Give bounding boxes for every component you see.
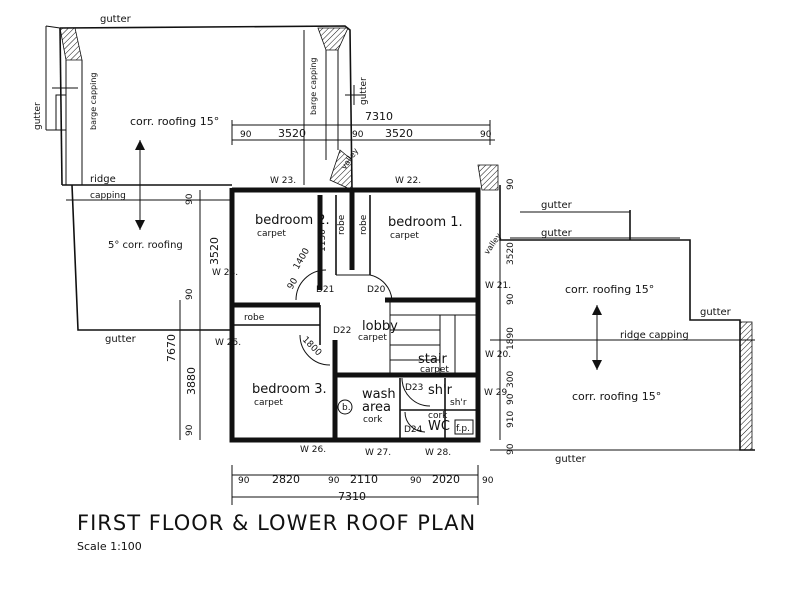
- window-w20: W 20.: [485, 350, 511, 360]
- plan-scale: Scale 1:100: [77, 540, 142, 553]
- corr-roofing-right-upper-label: corr. roofing 15°: [565, 283, 654, 296]
- dim-right-90b: 90: [506, 293, 516, 305]
- gutter-label-far-right: gutter: [700, 307, 732, 318]
- wash-floor: cork: [363, 415, 383, 425]
- area-label: area: [362, 400, 391, 415]
- corr-roofing-right-lower-label: corr. roofing 15°: [572, 390, 661, 403]
- dim-top-3520b: 3520: [385, 127, 413, 140]
- dim-left-3880: 3880: [185, 367, 198, 395]
- lobby-label: lobby: [362, 319, 398, 334]
- dim-left-90b: 90: [185, 288, 195, 300]
- dim-bot-2820: 2820: [272, 473, 300, 486]
- door-d21: D21: [316, 285, 334, 295]
- robe-label-3: robe: [244, 313, 265, 323]
- dim-right-300: 300: [506, 371, 516, 388]
- dimension-labels: 7310 90 3520 90 3520 90 3520 90 90 90 76…: [165, 110, 516, 503]
- door-d24: D24: [404, 425, 423, 435]
- window-w26: W 26.: [300, 445, 326, 455]
- dim-robe-1400: 1400: [292, 246, 312, 271]
- dimension-lines: [179, 120, 501, 505]
- ridge-capping-label: ridge capping: [620, 330, 689, 341]
- bedroom-1-label: bedroom 1.: [388, 215, 463, 230]
- robe-label-2: robe: [359, 214, 369, 235]
- robe-label-1: robe: [337, 214, 347, 235]
- dim-bot-90b: 90: [328, 476, 340, 486]
- bedroom-3-floor: carpet: [254, 398, 283, 408]
- window-w22: W 22.: [395, 176, 421, 186]
- stair-floor: carpet: [420, 365, 449, 375]
- exterior-walls: [229, 187, 481, 443]
- dim-right-90a: 90: [506, 178, 516, 190]
- dim-top-90a: 90: [240, 130, 252, 140]
- dim-right-3520: 3520: [506, 242, 516, 265]
- dim-left-7670: 7670: [165, 334, 178, 362]
- upper-roof: [45, 25, 365, 191]
- corr-roofing-5-label: 5° corr. roofing: [108, 240, 183, 251]
- gutter-label-lower-left: gutter: [105, 334, 137, 345]
- dim-left-90c: 90: [185, 424, 195, 436]
- wc-label: WC: [428, 419, 450, 434]
- dim-bot-2110: 2110: [350, 473, 378, 486]
- dim-robe-1150: 1150: [318, 229, 328, 252]
- lower-left-roof: [62, 140, 232, 331]
- lobby-floor: carpet: [358, 333, 387, 343]
- dim-top-90b: 90: [352, 130, 364, 140]
- window-w25: W 25.: [215, 338, 241, 348]
- window-w29: W 29.: [484, 388, 510, 398]
- barge-capping-label-left: barge capping: [89, 73, 98, 131]
- door-swings: [295, 269, 431, 433]
- fp-label: f.p.: [456, 424, 470, 434]
- b-label: b.: [342, 403, 351, 413]
- door-d22: D22: [333, 326, 351, 336]
- stair-label: stair: [418, 352, 447, 367]
- wc-floor: cork: [428, 411, 448, 421]
- dim-bot-total: 7310: [338, 490, 366, 503]
- gutter-label-right-top: gutter: [541, 200, 573, 211]
- gutter-label-left: gutter: [33, 102, 43, 130]
- window-w21: W 21.: [485, 281, 511, 291]
- gutter-label-bottom: gutter: [555, 454, 587, 465]
- dim-right-910: 910: [506, 411, 516, 428]
- gutter-label-upper-right: gutter: [359, 77, 369, 105]
- bedroom-2-floor: carpet: [257, 229, 286, 239]
- dim-left-3520: 3520: [208, 237, 221, 265]
- dim-bot-90c: 90: [410, 476, 422, 486]
- window-w24: W 24.: [212, 268, 238, 278]
- door-d23: D23: [405, 383, 423, 393]
- shower-small-label: sh'r: [450, 398, 467, 408]
- window-w23: W 23.: [270, 176, 296, 186]
- barge-capping-label-right: barge capping: [309, 58, 318, 116]
- door-labels: D21 D20 D22 D23 D24: [316, 285, 423, 435]
- dim-top-total: 7310: [365, 110, 393, 123]
- interior-walls: [232, 195, 479, 440]
- wash-label: wash: [362, 387, 396, 402]
- dim-top-3520a: 3520: [278, 127, 306, 140]
- dim-left-90a: 90: [185, 193, 195, 205]
- bedroom-2-label: bedroom 2.: [255, 213, 330, 228]
- shower-label: sh'r: [428, 383, 453, 398]
- title-block: FIRST FLOOR & LOWER ROOF PLAN Scale 1:10…: [77, 511, 476, 553]
- window-labels: W 23. W 22. W 24. W 21. W 25. W 20. W 29…: [212, 176, 511, 458]
- corr-roofing-upper-label: corr. roofing 15°: [130, 115, 219, 128]
- ridge-label: ridge: [90, 174, 116, 185]
- window-w27: W 27.: [365, 448, 391, 458]
- bedroom-3-label: bedroom 3.: [252, 382, 327, 397]
- capping-label: capping: [90, 191, 126, 201]
- gutter-label-right-mid: gutter: [541, 228, 573, 239]
- gutter-label-top: gutter: [100, 14, 132, 25]
- dim-top-90c: 90: [480, 130, 492, 140]
- dim-bot-90a: 90: [238, 476, 250, 486]
- window-w28: W 28.: [425, 448, 451, 458]
- plan-title: FIRST FLOOR & LOWER ROOF PLAN: [77, 511, 476, 535]
- dim-right-90d: 90: [506, 443, 516, 455]
- door-d20: D20: [367, 285, 386, 295]
- dim-bot-90d: 90: [482, 476, 494, 486]
- dim-right-90c: 90: [506, 393, 516, 405]
- dim-right-1890: 1890: [506, 327, 516, 350]
- bedroom-1-floor: carpet: [390, 231, 419, 241]
- dim-bot-2020: 2020: [432, 473, 460, 486]
- room-labels: bedroom 2. carpet bedroom 1. carpet robe…: [244, 213, 470, 434]
